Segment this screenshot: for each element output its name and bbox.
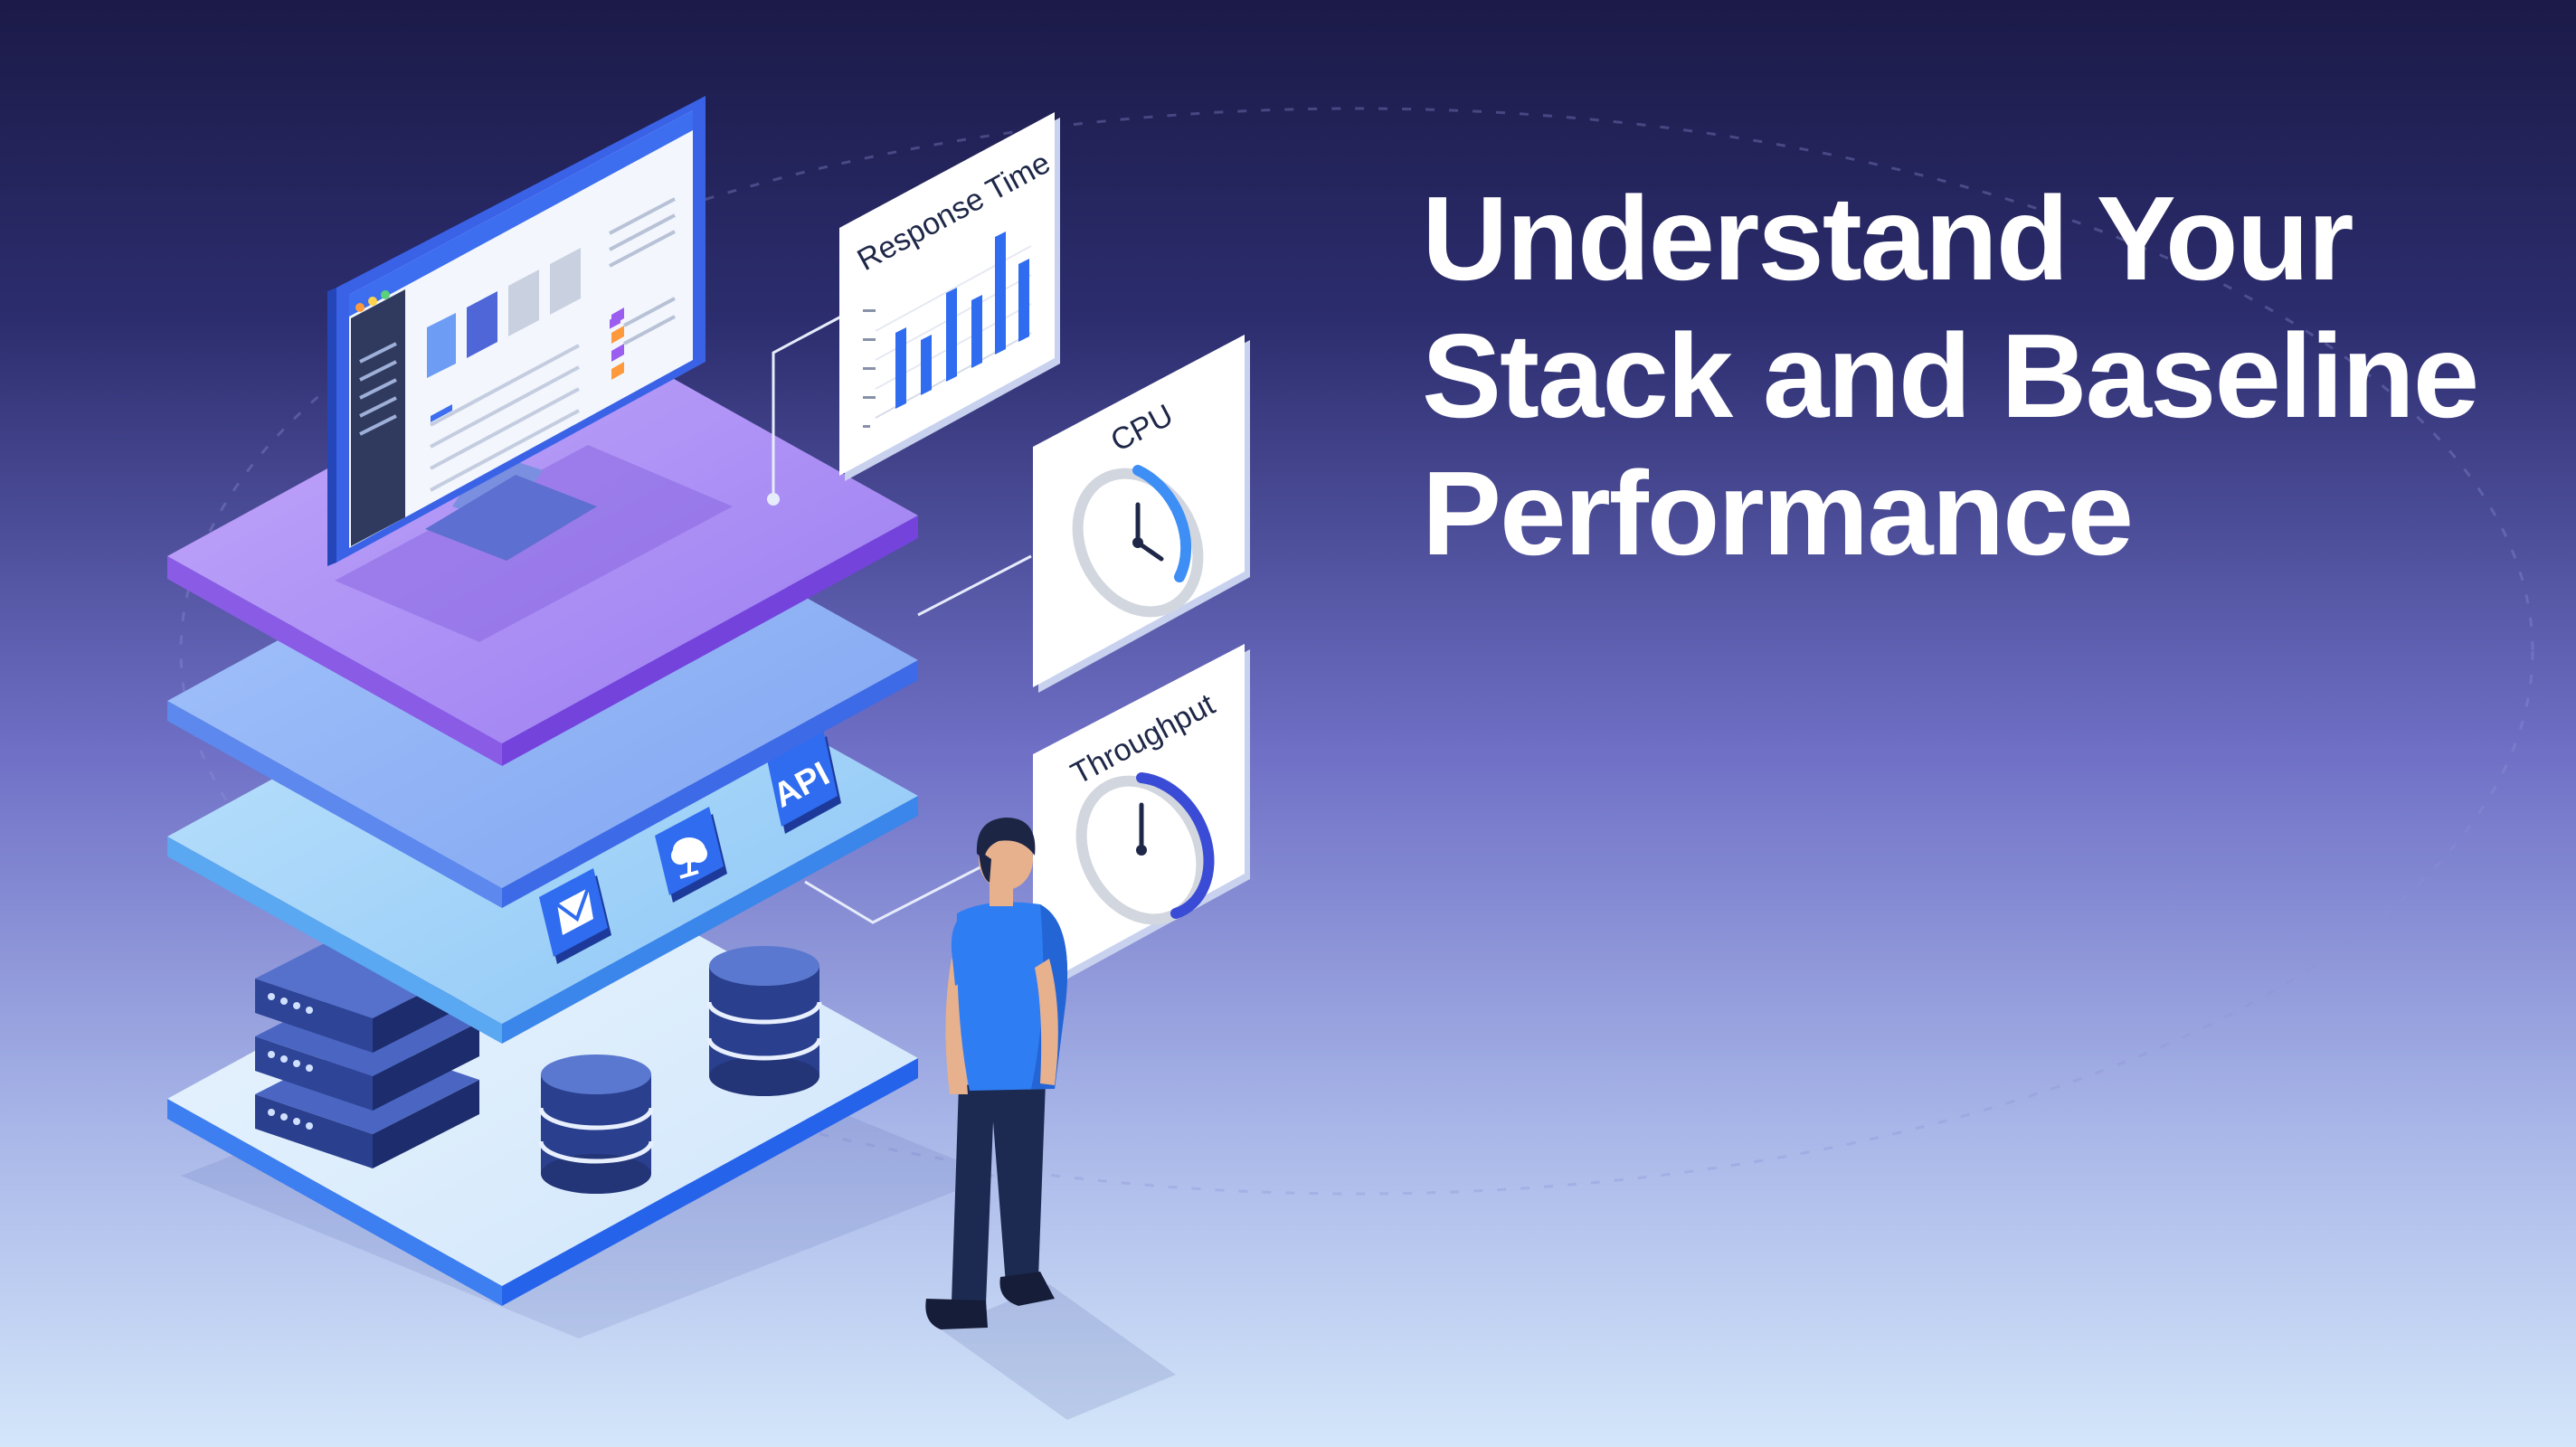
- gauge-icon: [1072, 465, 1204, 618]
- connector-lines: [772, 315, 1032, 924]
- bar-chart-icon: [863, 232, 1032, 428]
- connector-dot: [767, 493, 780, 506]
- title-line-1: Understand Your: [1422, 172, 2354, 305]
- title-line-3: Performance: [1422, 447, 2134, 580]
- page-title: Understand Your Stack and Baseline Perfo…: [1422, 170, 2507, 582]
- cpu-panel: CPU: [1033, 335, 1250, 693]
- database-icon: [538, 1055, 654, 1194]
- title-line-2: Stack and Baseline: [1422, 309, 2479, 442]
- dashed-orbit: [179, 107, 2534, 1196]
- cloud-upload-icon: [655, 807, 727, 903]
- api-badge: API: [767, 729, 841, 834]
- gauge-icon: [1075, 772, 1215, 925]
- throughput-panel: Throughput: [1033, 644, 1250, 995]
- response-time-panel: Response Time: [839, 112, 1060, 481]
- mail-icon: [539, 868, 611, 964]
- person-figure: [925, 818, 1176, 1420]
- database-icon: [706, 946, 822, 1096]
- monitor-icon: [327, 96, 706, 566]
